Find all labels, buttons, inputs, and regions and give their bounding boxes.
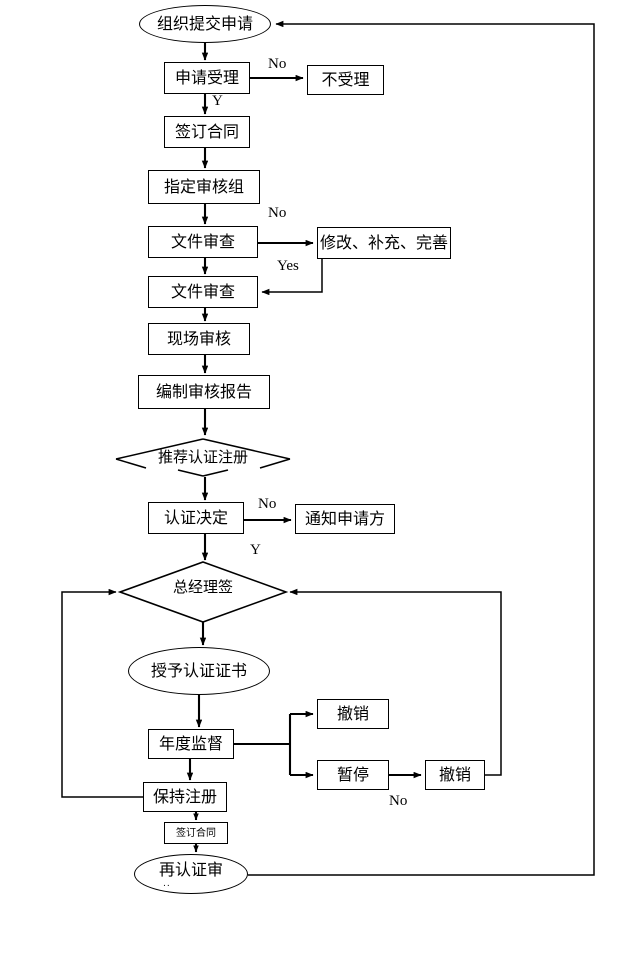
node-suspend[interactable]: 暂停 xyxy=(317,760,389,790)
node-label: 编制审核报告 xyxy=(155,382,252,402)
edge-label-yes-revise: Yes xyxy=(277,258,299,274)
node-application-acceptance[interactable]: 申请受理 xyxy=(164,62,250,94)
node-label: 认证决定 xyxy=(163,508,228,528)
node-label: 申请受理 xyxy=(174,68,239,88)
node-document-review-second[interactable]: 文件审查 xyxy=(148,276,258,308)
node-prepare-audit-report[interactable]: 编制审核报告 xyxy=(138,375,270,409)
node-label: 推荐认证注册 xyxy=(157,448,248,466)
node-label: 指定审核组 xyxy=(163,177,244,197)
node-notify-applicant[interactable]: 通知申请方 xyxy=(295,504,395,534)
node-sign-contract-renewal[interactable]: 签订合同 xyxy=(164,822,228,844)
node-label: 签订合同 xyxy=(174,122,239,142)
node-label: 修改、补充、完善 xyxy=(319,233,448,253)
node-label: 总经理签 xyxy=(172,578,233,596)
edge-label-no-acceptance: No xyxy=(268,56,287,72)
node-sublabel: .. xyxy=(163,879,171,889)
node-grant-certificate[interactable]: 授予认证证书 xyxy=(128,647,270,695)
node-label: 签订合同 xyxy=(176,827,216,839)
node-revoke-right[interactable]: 撤销 xyxy=(425,760,485,790)
node-label: 文件审查 xyxy=(170,282,235,302)
node-annual-supervision[interactable]: 年度监督 xyxy=(148,729,234,759)
diamond-shape xyxy=(117,561,289,623)
node-label: 通知申请方 xyxy=(304,509,385,529)
node-revoke-upper[interactable]: 撤销 xyxy=(317,699,389,729)
node-recommend-certification-registration[interactable]: 推荐认证注册 xyxy=(115,437,291,477)
node-sign-contract[interactable]: 签订合同 xyxy=(164,116,250,148)
node-label: 文件审查 xyxy=(170,232,235,252)
edge-label-y-decision: Y xyxy=(250,542,261,558)
node-label: 撤销 xyxy=(336,704,369,724)
node-label: 再认证审 xyxy=(158,860,223,880)
node-label: 现场审核 xyxy=(166,329,231,349)
node-revise-supplement-improve[interactable]: 修改、补充、完善 xyxy=(317,227,451,259)
node-onsite-audit[interactable]: 现场审核 xyxy=(148,323,250,355)
edge-label-no-revoke: No xyxy=(389,793,408,809)
node-document-review-first[interactable]: 文件审查 xyxy=(148,226,258,258)
node-maintain-registration[interactable]: 保持注册 xyxy=(143,782,227,812)
node-label: 不受理 xyxy=(321,70,370,90)
node-label: 年度监督 xyxy=(158,734,223,754)
node-label: 暂停 xyxy=(336,765,369,785)
node-assign-audit-team[interactable]: 指定审核组 xyxy=(148,170,260,204)
node-label: 组织提交申请 xyxy=(156,14,253,34)
node-not-accepted[interactable]: 不受理 xyxy=(307,65,384,95)
node-label: 授予认证证书 xyxy=(150,661,247,681)
node-label: 保持注册 xyxy=(152,787,217,807)
node-general-manager-signature[interactable]: 总经理签 xyxy=(117,561,289,623)
node-label: 撤销 xyxy=(438,765,471,785)
node-submit-application[interactable]: 组织提交申请 xyxy=(139,5,271,43)
edge-label-y-acceptance: Y xyxy=(212,93,223,109)
node-recertification-audit[interactable]: 再认证审 .. xyxy=(134,854,248,894)
edge-label-no-decision: No xyxy=(258,496,277,512)
open-diamond-shape xyxy=(115,438,291,477)
node-certification-decision[interactable]: 认证决定 xyxy=(148,502,244,534)
edge-label-no-document-review: No xyxy=(268,205,287,221)
